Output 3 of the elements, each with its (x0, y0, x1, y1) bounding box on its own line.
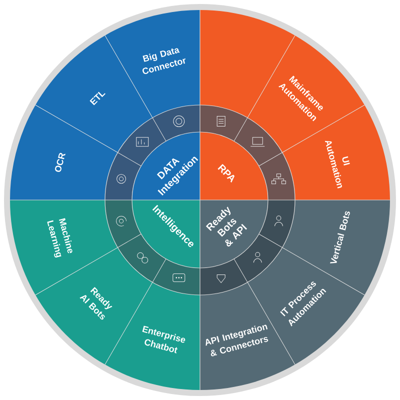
node-label: ETL (90, 92, 106, 106)
node-label: OCR (55, 152, 66, 172)
wheel-segment: OCR (10, 105, 118, 200)
